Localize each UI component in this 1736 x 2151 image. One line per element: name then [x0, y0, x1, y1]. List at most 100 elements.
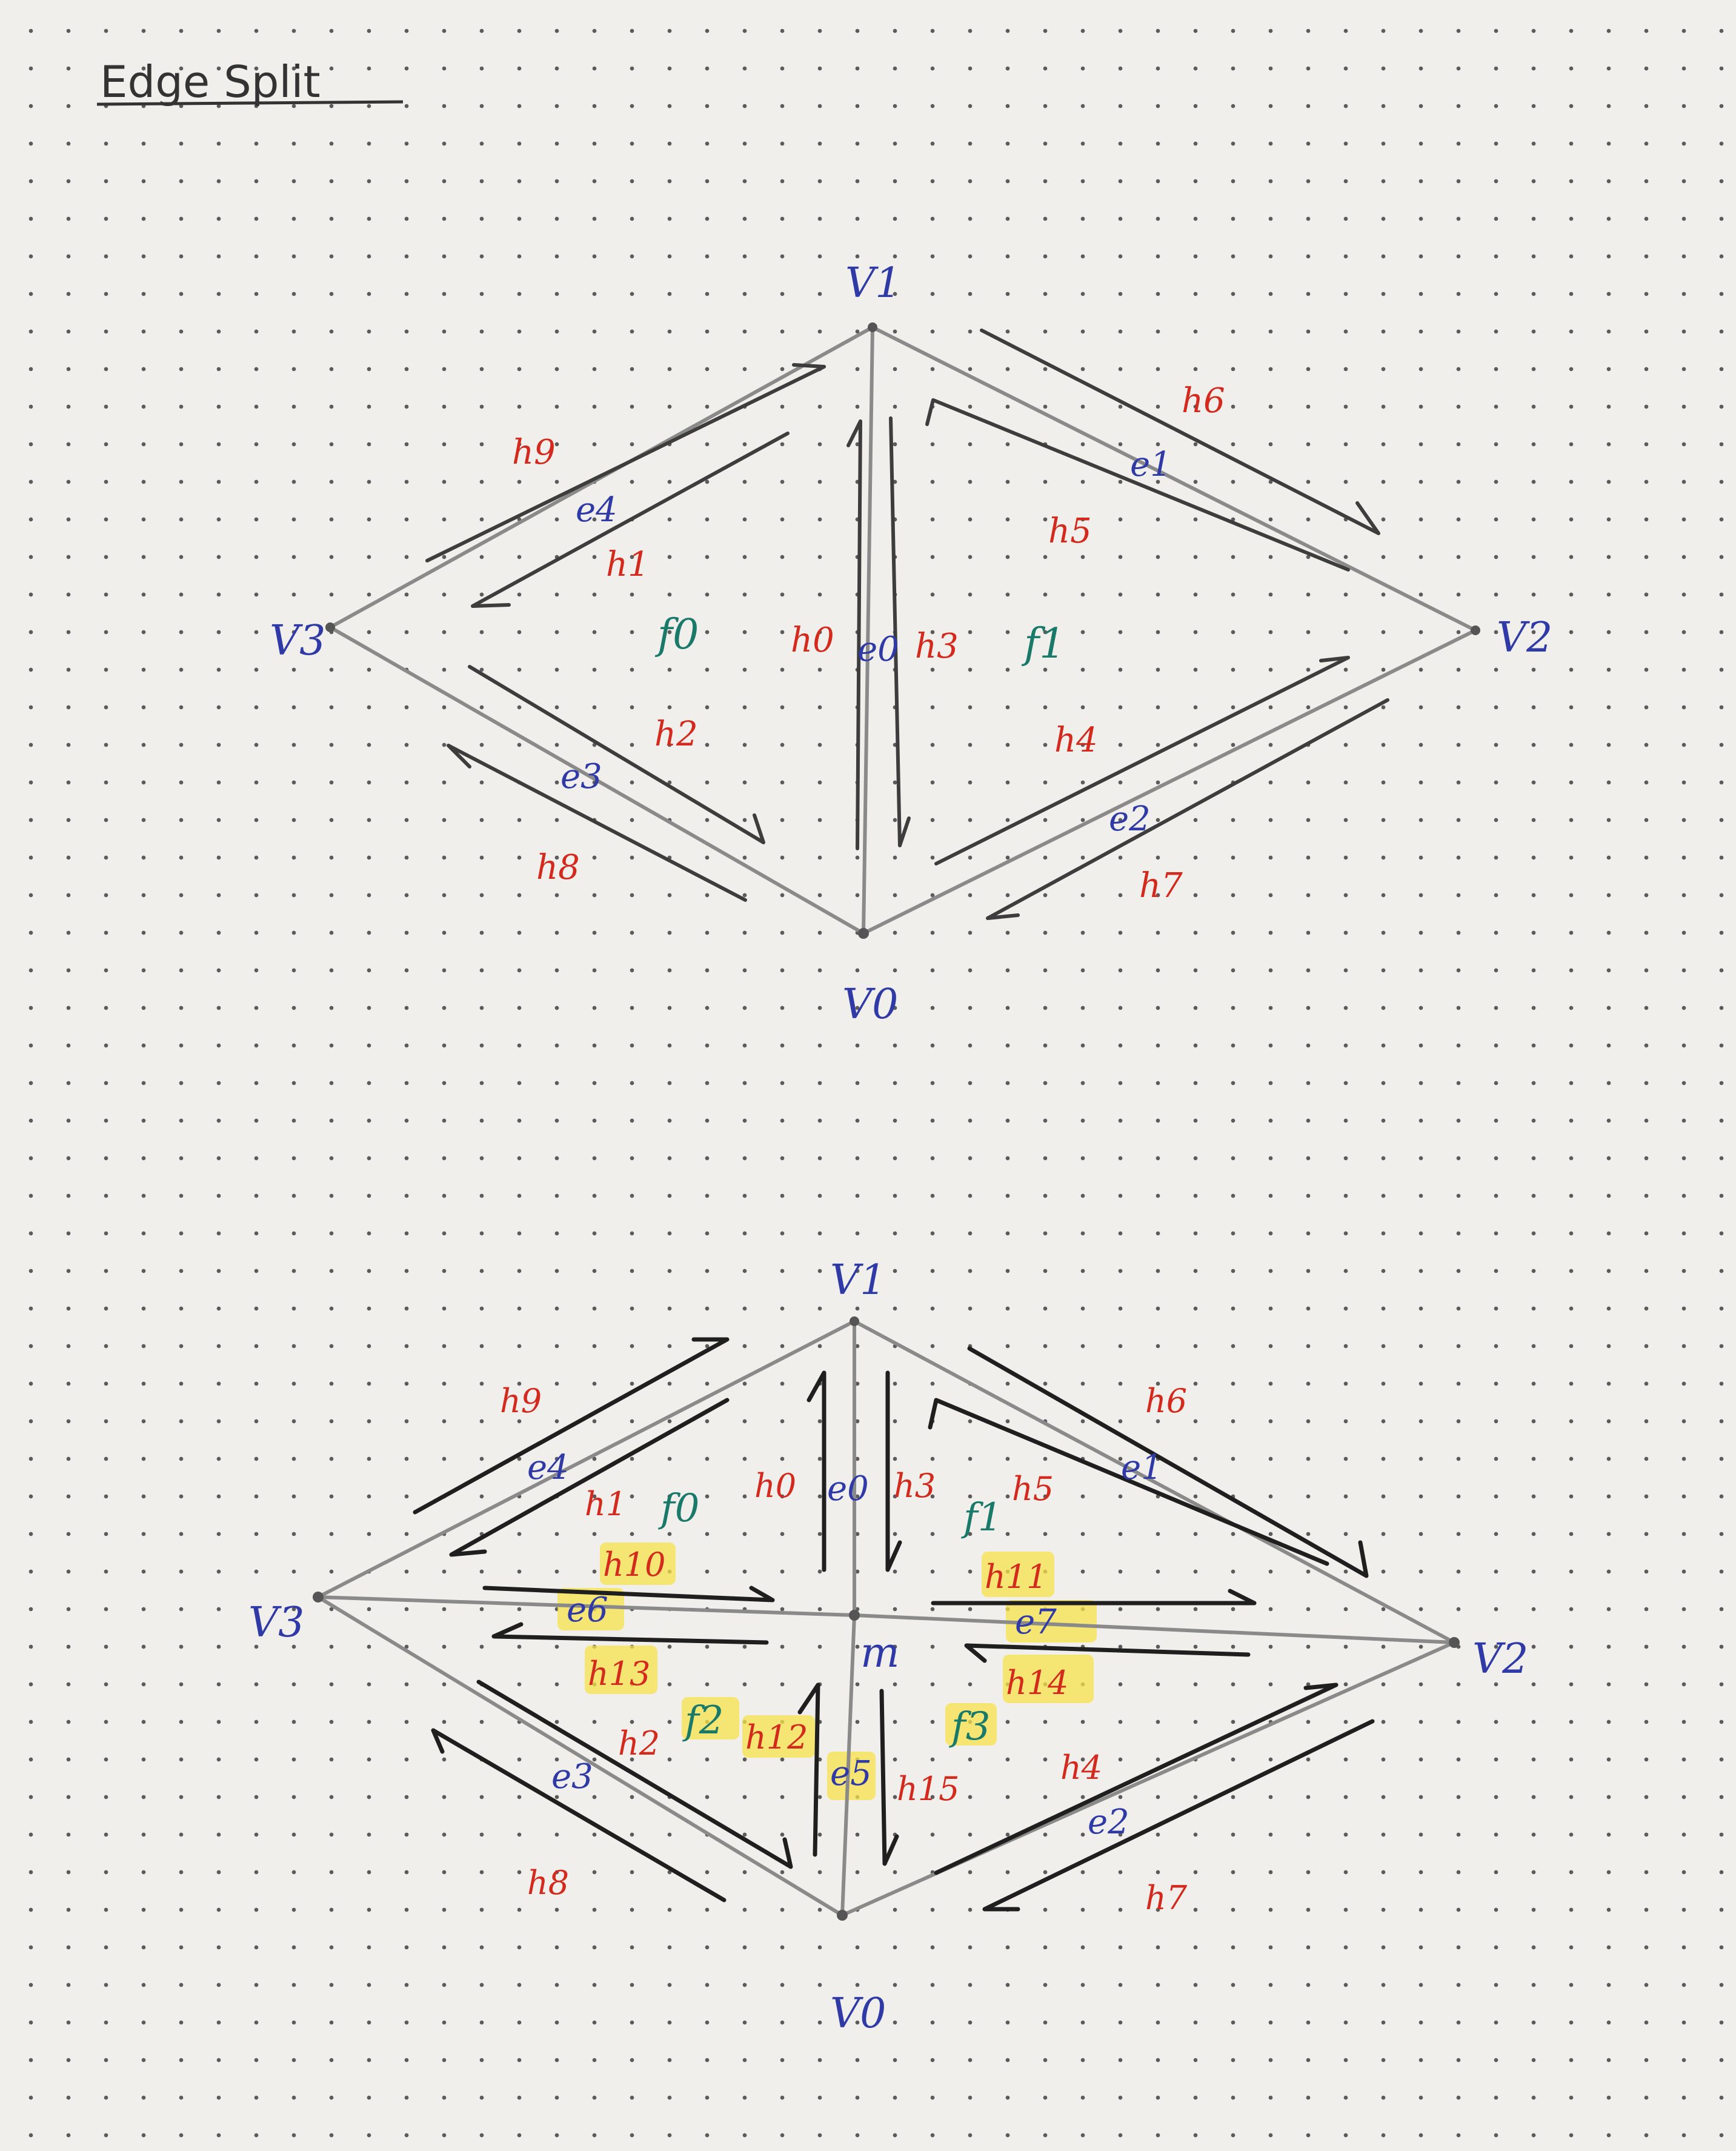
before-edges: [328, 325, 1477, 935]
after-label-h11: h11: [985, 1558, 1048, 1596]
after-vertex-dot-m: [849, 1610, 860, 1621]
before-vertex-dot-v2: [1471, 625, 1480, 635]
before-label-v3: V3: [270, 617, 325, 665]
arrow-h9-head: [792, 363, 826, 369]
arrow-h3: [889, 416, 911, 847]
before-vertex-dots: [325, 322, 1480, 939]
arrow-h2: [468, 665, 765, 844]
after-label-h10: h10: [603, 1546, 666, 1584]
after-label-h14: h14: [1006, 1664, 1069, 1702]
highlight-h12: [742, 1715, 815, 1758]
arrow-h0: [846, 419, 862, 850]
title-underline: [96, 100, 404, 106]
after-label-h0: h0: [754, 1467, 796, 1505]
after-label-f2: f2: [682, 1698, 723, 1743]
after-arrow-h11: [931, 1589, 1257, 1606]
before-label-e3: e3: [560, 757, 602, 796]
before-label-v2: V2: [1497, 614, 1552, 662]
after-arrow-h2: [476, 1679, 793, 1869]
arrow-h5: [925, 398, 1350, 572]
after-highlights: [557, 1542, 1097, 1800]
before-label-h4: h4: [1054, 721, 1098, 760]
highlight-e6: [557, 1588, 624, 1630]
after-arrow-h7: [982, 1719, 1375, 1912]
after-edge-e7: [853, 1613, 1456, 1644]
after-arrow-h12: [797, 1682, 820, 1857]
highlight-e7: [1006, 1600, 1097, 1642]
arrow-h6: [980, 328, 1380, 535]
after-halfedge-arrows: [413, 1337, 1375, 1912]
after-label-f3: f3: [949, 1704, 990, 1749]
after-arrow-h6: [967, 1346, 1369, 1578]
after-arrow-h8: [431, 1728, 727, 1903]
before-label-h2: h2: [654, 715, 698, 754]
arrow-h4: [934, 656, 1350, 865]
highlight-h11: [982, 1552, 1054, 1597]
after-edge-e4: [316, 1319, 856, 1599]
page-title-group: Edge Split: [96, 56, 404, 107]
before-label-h3: h3: [915, 627, 959, 666]
after-arrow-h10: [482, 1586, 775, 1602]
after-edge-e1: [853, 1319, 1456, 1644]
before-label-h1: h1: [606, 545, 650, 584]
after-arrow-h1: [449, 1398, 730, 1557]
after-label-h2: h2: [618, 1724, 660, 1762]
before-label-h7: h7: [1139, 866, 1183, 905]
after-arrow-h15: [879, 1689, 899, 1866]
after-diagram: V1 V0 V2 V3 m e4 e0 e1 e6 e7 e5 e3 e2 f0…: [248, 1256, 1528, 2038]
before-halfedge-arrows: [425, 328, 1389, 920]
before-vertex-dot-v0: [858, 928, 869, 939]
before-label-h5: h5: [1048, 512, 1092, 551]
after-label-v2: V2: [1472, 1635, 1528, 1683]
after-label-f0: f0: [658, 1486, 699, 1531]
after-label-v1: V1: [830, 1256, 886, 1304]
before-label-h6: h6: [1182, 381, 1225, 421]
after-vertex-dots: [313, 1316, 1460, 1921]
after-edge-e3: [316, 1595, 844, 1917]
after-label-e4: e4: [527, 1448, 569, 1487]
after-label-e3: e3: [551, 1757, 593, 1796]
after-arrow-h14: [964, 1643, 1251, 1663]
after-label-e2: e2: [1088, 1803, 1129, 1842]
after-label-h12: h12: [745, 1718, 808, 1756]
before-label-v0: V0: [842, 981, 898, 1029]
after-arrow-h13: [491, 1622, 769, 1645]
highlight-h13: [585, 1646, 657, 1694]
after-label-h1: h1: [585, 1485, 627, 1523]
before-label-h8: h8: [536, 848, 580, 887]
before-label-e4: e4: [576, 490, 617, 530]
after-label-e1: e1: [1121, 1448, 1163, 1487]
arrow-h1: [471, 432, 790, 608]
before-label-h9: h9: [512, 433, 556, 472]
after-arrow-h0: [806, 1370, 826, 1572]
arrow-h9: [425, 365, 826, 562]
after-label-v0: V0: [830, 1990, 886, 2038]
arrow-h8: [447, 744, 747, 902]
highlight-h14: [1003, 1655, 1094, 1703]
after-edge-e5: [840, 1613, 856, 1917]
after-arrow-h3: [885, 1370, 902, 1572]
before-edge-e2: [862, 629, 1477, 935]
after-label-v3: V3: [248, 1599, 304, 1647]
after-label-h13: h13: [588, 1655, 651, 1693]
after-label-h5: h5: [1012, 1470, 1054, 1508]
before-label-v1: V1: [845, 259, 901, 307]
after-arrow-h5: [928, 1398, 1329, 1566]
after-label-h3: h3: [894, 1467, 936, 1505]
after-vertex-dot-v2: [1449, 1637, 1460, 1648]
before-vertex-dot-v1: [868, 322, 877, 332]
before-label-e2: e2: [1109, 799, 1151, 839]
before-edge-e0: [862, 325, 874, 935]
after-label-h8: h8: [527, 1864, 569, 1902]
highlight-f3: [945, 1703, 997, 1746]
before-label-f0: f0: [654, 611, 699, 659]
before-edge-e3: [328, 625, 865, 935]
after-label-h6: h6: [1145, 1382, 1187, 1420]
highlight-f2: [682, 1697, 739, 1739]
after-label-m: m: [860, 1629, 899, 1677]
page-title: Edge Split: [100, 56, 321, 107]
after-arrow-h9: [413, 1337, 730, 1515]
after-label-h7: h7: [1145, 1879, 1188, 1917]
after-label-f1: f1: [961, 1495, 1002, 1540]
